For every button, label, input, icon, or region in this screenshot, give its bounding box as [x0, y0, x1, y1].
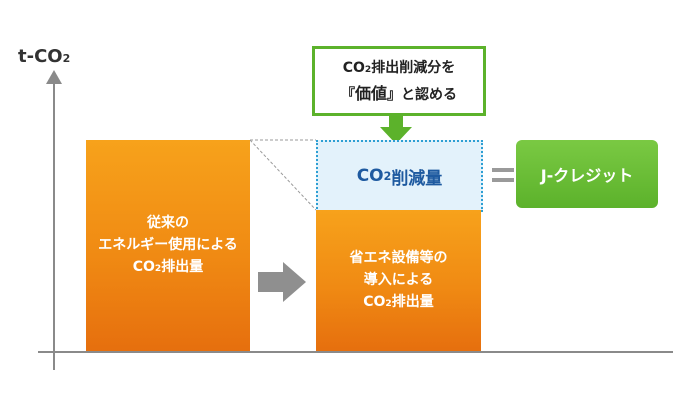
after-line1: 省エネ設備等の	[349, 249, 448, 266]
value-callout: CO2排出削減分を 『価値』と認める	[312, 46, 486, 116]
y-axis	[53, 82, 55, 370]
equals-sign-icon-lower	[492, 178, 514, 182]
after-line2: 導入による	[363, 271, 434, 288]
j-credit-box: J-クレジット	[516, 140, 658, 208]
x-axis	[38, 351, 673, 353]
conventional-line1: 従来の	[147, 214, 189, 231]
callout-line1: CO2排出削減分を	[342, 59, 456, 76]
callout-line2: 『価値』と認める	[340, 83, 457, 103]
y-axis-label: t-CO2	[18, 46, 71, 67]
conventional-emission-bar: 従来の エネルギー使用による CO2排出量	[86, 140, 250, 351]
after-line3: CO2排出量	[363, 293, 434, 310]
conventional-line2: エネルギー使用による	[98, 236, 238, 253]
after-emission-bar: 省エネ設備等の 導入による CO2排出量	[316, 210, 481, 351]
conventional-line3: CO2排出量	[132, 258, 204, 275]
equals-sign-icon	[492, 168, 514, 172]
transition-arrow-icon	[258, 262, 306, 302]
y-axis-arrow-icon	[46, 70, 62, 84]
